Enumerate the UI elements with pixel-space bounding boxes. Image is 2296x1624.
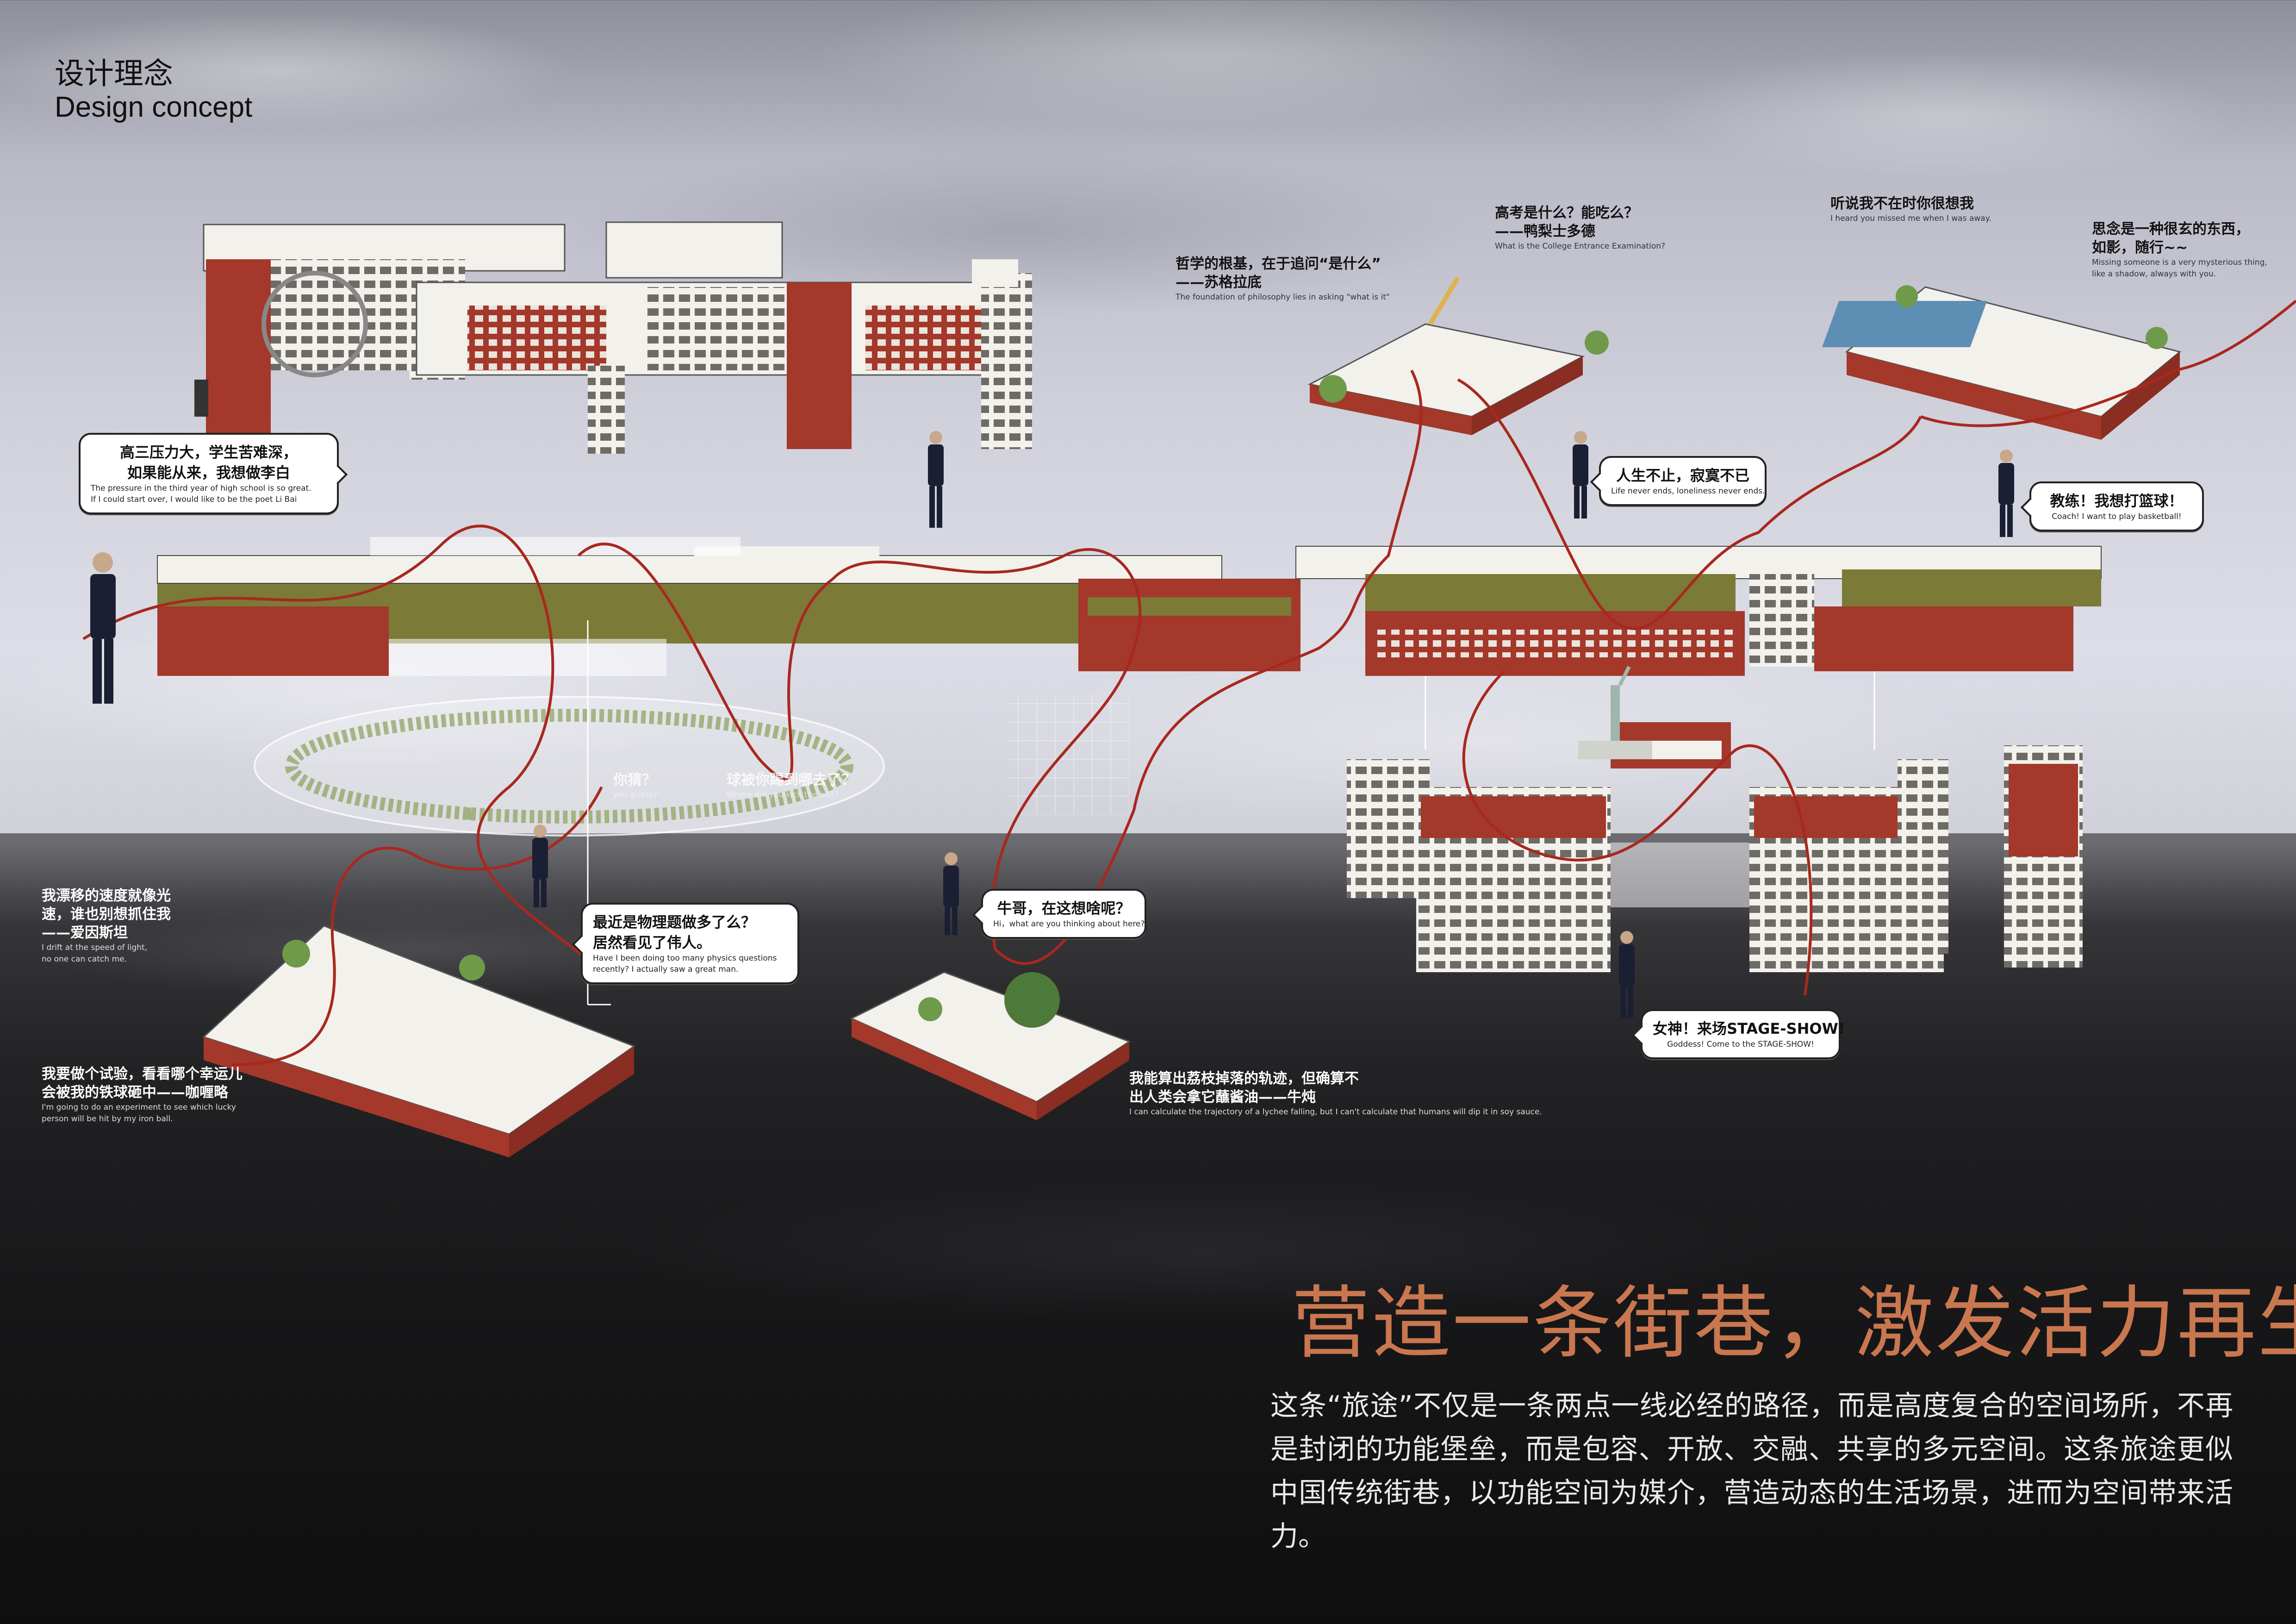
bubble-en: Hi，what are you thinking about here? (993, 919, 1145, 929)
page-title-cn: 设计理念 (55, 57, 173, 91)
note-cn: 我要做个试验，看看哪个幸运儿 会被我的铁球砸中——咖喱略 (42, 1066, 243, 1101)
speech-bubble-life: 人生不止，寂寞不已 Life never ends, loneliness ne… (1599, 456, 1767, 506)
note-en: What is the College Entrance Examination… (1495, 242, 1666, 251)
bubble-en: Goddess! Come to the STAGE-SHOW! (1667, 1040, 1814, 1049)
long-section-strip (157, 537, 2102, 676)
pavilion-basketball (1822, 286, 2182, 440)
bubble-cn: 高三压力大，学生苦难深， 如果能从来，我想做李白 (119, 443, 298, 481)
bubble-cn: 牛哥，在这想啥呢？ (997, 899, 1131, 917)
pavilion-physics (202, 925, 636, 1157)
note-en: I drift at the speed of light, no one ca… (42, 943, 148, 964)
note-cn: 我漂移的速度就像光 速，谁也别想抓住我 ——爱因斯坦 (42, 887, 171, 941)
note-cn: 我能算出荔枝掉落的轨迹，但确算不 出人类会拿它蘸酱油——牛炖 (1129, 1070, 1359, 1106)
bubble-en: Life never ends, loneliness never ends. (1611, 487, 1765, 496)
note-cn: 高考是什么？能吃么？ ——鸭梨士多德 (1495, 205, 1638, 240)
speech-bubble-li-bai: 高三压力大，学生苦难深， 如果能从来，我想做李白 The pressure in… (79, 433, 339, 514)
main-headline: 营造一条街巷，激发活力再生 (1291, 1278, 2296, 1369)
speech-bubble-physics: 最近是物理题做多了么？ 居然看见了伟人。 Have I been doing t… (581, 903, 799, 984)
note-newton: 我能算出荔枝掉落的轨迹，但确算不 出人类会拿它蘸酱油——牛炖 I can cal… (1129, 1069, 1542, 1118)
note-missed-me: 听说我不在时你很想我 I heard you missed me when I … (1830, 194, 1991, 225)
bubble-cn: 女神！来场STAGE-SHOW! (1653, 1020, 1845, 1037)
note-cn: 思念是一种很玄的东西， 如影，随行~~ (2092, 221, 2250, 256)
note-missing-someone: 思念是一种很玄的东西， 如影，随行~~ Missing someone is a… (2092, 220, 2267, 280)
note-en: Where did you kick the ball? (727, 790, 839, 800)
description-paragraph: 这条“旅途”不仅是一条两点一线必经的路径，而是高度复合的空间场所，不再是封闭的功… (1270, 1390, 2233, 1553)
bubble-en: The pressure in the third year of high s… (91, 484, 311, 504)
bubble-cn: 最近是物理题做多了么？ 居然看见了伟人。 (593, 913, 756, 951)
running-track (254, 694, 1129, 837)
greenery (282, 285, 2168, 1021)
page-title-en: Design concept (55, 91, 253, 123)
note-en: I can calculate the trajectory of a lych… (1129, 1107, 1542, 1117)
bubble-cn: 教练！我想打篮球！ (2050, 492, 2184, 510)
statue-of-liberty (1578, 666, 1652, 759)
note-ball: 球被你踢到哪去了？ Where did you kick the ball? (727, 771, 856, 801)
speech-bubble-niu-ge: 牛哥，在这想啥呢？ Hi，what are you thinking about… (981, 889, 1146, 939)
note-en: I heard you missed me when I was away. (1830, 214, 1991, 223)
note-en: The foundation of philosophy lies in ask… (1176, 293, 1390, 302)
bubble-cn: 人生不止，寂寞不已 (1616, 467, 1749, 484)
pavilion-philosophy (1307, 276, 1585, 435)
school-elevation-top-left (194, 221, 1032, 454)
note-you-guess: 你猜？ you guess? (613, 771, 657, 801)
bubble-en: Coach! I want to play basketball! (2052, 512, 2182, 521)
note-cn: 球被你踢到哪去了？ (727, 772, 856, 788)
journey-path (82, 300, 2296, 1066)
note-socrates: 哲学的根基，在于追问“是什么” ——苏格拉底 The foundation of… (1176, 255, 1390, 303)
student-figures (90, 431, 2014, 1018)
dormitory-blocks-right (1347, 722, 2083, 972)
note-cn: 听说我不在时你很想我 (1830, 195, 1974, 212)
note-cn: 哲学的根基，在于追问“是什么” ——苏格拉底 (1176, 256, 1381, 291)
speech-bubble-stage-show: 女神！来场STAGE-SHOW! Goddess! Come to the ST… (1641, 1009, 1845, 1059)
note-en: I'm going to do an experiment to see whi… (42, 1103, 236, 1124)
note-einstein: 我漂移的速度就像光 速，谁也别想抓住我 ——爱因斯坦 I drift at th… (42, 887, 171, 965)
sky-background (0, 0, 2296, 833)
note-en: you guess? (613, 790, 658, 800)
note-galileo: 我要做个试验，看看哪个幸运儿 会被我的铁球砸中——咖喱略 I'm going t… (42, 1065, 243, 1125)
speech-bubble-basketball: 教练！我想打篮球！ Coach! I want to play basketba… (2029, 481, 2204, 531)
bubble-en: Have I been doing too many physics quest… (593, 954, 777, 974)
pavilion-lychee (850, 971, 1131, 1120)
note-gaokao: 高考是什么？能吃么？ ——鸭梨士多德 What is the College E… (1495, 204, 1665, 252)
note-en: Missing someone is a very mysterious thi… (2092, 258, 2267, 279)
note-cn: 你猜？ (613, 772, 656, 788)
